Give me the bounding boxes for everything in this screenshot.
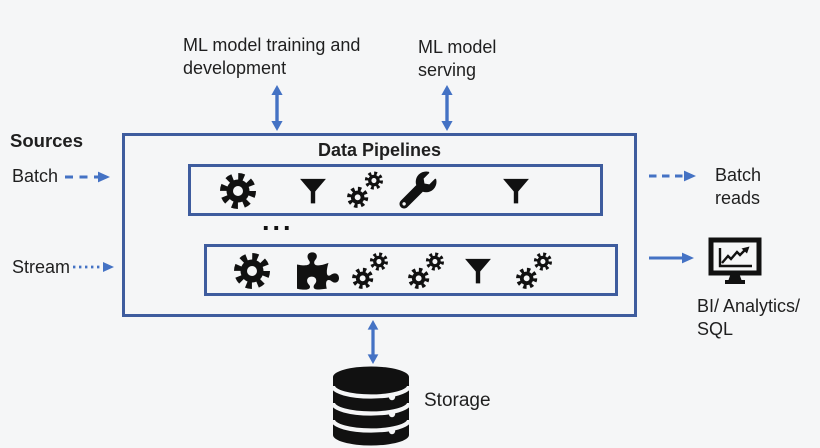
gears-icon (349, 250, 391, 292)
database-icon (330, 366, 412, 446)
wrench-icon (399, 171, 437, 209)
data-pipelines-box: Data Pipelines (122, 133, 637, 317)
batch-pipeline-box (188, 164, 603, 216)
funnel-icon (462, 255, 495, 288)
training-double-arrow-icon (268, 83, 286, 133)
bi-solid-arrow-icon (648, 251, 694, 265)
stream-pipeline-box (204, 244, 618, 296)
stream-label: Stream (12, 257, 71, 277)
gears-icon (405, 250, 447, 292)
serving-double-arrow-icon (438, 83, 456, 133)
batch-in-dashed-arrow-icon (64, 170, 110, 184)
sources-label: Sources (10, 130, 84, 151)
batch-reads-label: Batch reads (715, 165, 767, 208)
gear-icon (218, 171, 258, 211)
batch-label: Batch (12, 166, 59, 186)
more-pipelines-ellipsis: ... (262, 206, 294, 236)
storage-label: Storage (424, 390, 491, 411)
gears-icon (513, 250, 555, 292)
funnel-icon (500, 175, 533, 208)
bi-monitor-icon (708, 237, 762, 285)
storage-double-arrow-icon (364, 318, 382, 366)
ml-training-label: ML model training and development (183, 35, 366, 78)
gear-icon (232, 251, 272, 291)
ml-serving-label: ML model serving (418, 37, 502, 80)
bi-analytics-sql-label: BI/ Analytics/ SQL (697, 296, 806, 339)
stream-in-dotted-arrow-icon (72, 260, 114, 274)
gears-icon (344, 169, 386, 211)
puzzle-piece-icon (297, 252, 339, 290)
batch-reads-dashed-arrow-icon (648, 169, 696, 183)
data-pipelines-title: Data Pipelines (317, 140, 442, 160)
funnel-icon (297, 175, 330, 208)
